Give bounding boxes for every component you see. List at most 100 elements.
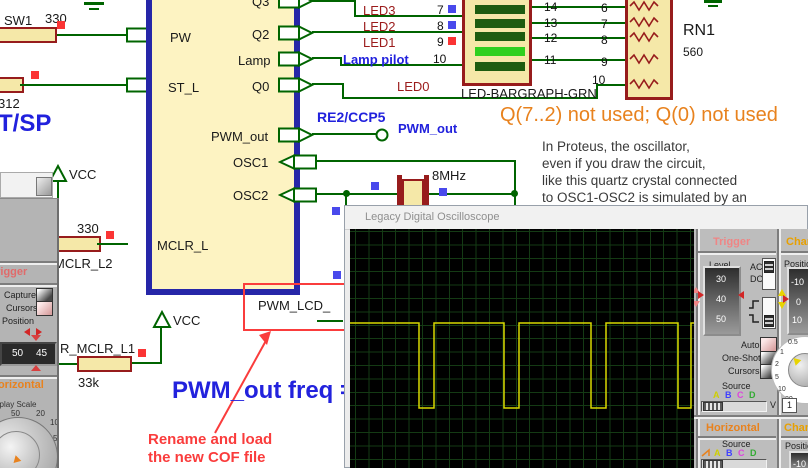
pin-number: 8 [601, 33, 608, 47]
channel-letter-c[interactable]: C [738, 448, 745, 458]
gain-tick: 2 [775, 361, 779, 368]
mult-box[interactable]: 1 [782, 398, 797, 413]
resistor-zigzag-icon [629, 78, 659, 90]
vcc-label: VCC [69, 167, 97, 182]
ic-pin-label-q2: Q2 [252, 27, 270, 42]
position-arrow-icon[interactable] [24, 328, 30, 336]
net-led0: LED0 [397, 79, 430, 94]
junction-dot [511, 190, 518, 197]
dial-value: 50 [12, 348, 24, 359]
waveform-polyline [350, 322, 694, 409]
level-label: Level [709, 260, 731, 270]
resistor-zigzag-icon [629, 53, 659, 65]
mcu-ic-body[interactable] [146, 0, 300, 295]
channel-b-position-slider[interactable]: -10 [789, 451, 808, 468]
proteus-note-line: like this quartz crystal connected [542, 173, 738, 188]
position-adjust-icon[interactable] [778, 289, 786, 296]
bargraph-bar [475, 62, 525, 71]
wire [312, 133, 378, 135]
logic-state-blue [448, 21, 456, 29]
position-adjust-icon[interactable] [778, 302, 786, 309]
pin-q0 [278, 77, 314, 93]
toggle-knob[interactable] [764, 315, 774, 327]
auto-button[interactable] [760, 337, 777, 352]
wire [316, 160, 516, 162]
channel-a-position-slider[interactable]: -10 0 10 [787, 267, 808, 335]
resistor-zigzag-icon [629, 0, 659, 12]
toggle-knob[interactable] [764, 261, 774, 273]
channel-letter-b[interactable]: B [726, 448, 733, 458]
level-adjust-icon[interactable] [694, 287, 700, 293]
vcc-label: VCC [173, 313, 201, 328]
pin-q3 [278, 0, 314, 9]
channel-letter-d[interactable]: D [749, 390, 756, 400]
divider [0, 261, 57, 265]
crystal-plate [397, 175, 402, 213]
level-adjust-icon[interactable] [694, 301, 700, 307]
resistor-mclr2[interactable] [52, 236, 101, 252]
channel-letter-c[interactable]: C [737, 390, 744, 400]
r330-mclr-value: 330 [77, 221, 99, 236]
resistor-sw1[interactable] [0, 27, 57, 43]
junction-dot [343, 190, 350, 197]
level-marker-icon [738, 291, 744, 299]
cursors-button[interactable] [36, 301, 53, 316]
slider-thumb[interactable] [703, 402, 723, 411]
falling-edge-icon [749, 314, 759, 323]
slider-thumb[interactable] [703, 460, 723, 468]
terminal-circle-icon [375, 128, 389, 142]
pin-number: 7 [437, 3, 444, 17]
trigger-source-slider[interactable] [701, 401, 767, 412]
left-horizontal-header: Horizontal [0, 379, 44, 391]
wire [20, 84, 128, 86]
wire [160, 328, 162, 364]
horizontal-source-slider[interactable] [701, 459, 767, 468]
rn1-network[interactable] [625, 0, 673, 100]
wire [532, 6, 625, 8]
position-label: Position [2, 316, 35, 326]
channel-letter-b[interactable]: B [725, 390, 732, 400]
resistor-mclr1[interactable] [77, 356, 132, 372]
ac-dc-toggle[interactable] [762, 258, 776, 290]
trigger-level-slider[interactable]: 30 40 50 [703, 266, 741, 336]
ground-icon [89, 8, 99, 10]
bargraph-bar-lit [475, 47, 525, 56]
divider [0, 375, 57, 379]
oscilloscope-titlebar[interactable]: Legacy Digital Oscilloscope [345, 206, 807, 230]
position-marker-icon [783, 295, 789, 303]
wire [342, 97, 598, 99]
wire [596, 85, 598, 99]
ic-pin-label-stl: ST_L [168, 80, 200, 95]
position-tick: -10 [793, 459, 807, 468]
position-arrow-icon[interactable] [36, 328, 42, 336]
pin-number: 12 [544, 31, 558, 45]
logic-state-red [106, 231, 114, 239]
vcc-arrow-icon [152, 310, 172, 328]
channel-b-position-label: Position [785, 441, 808, 451]
ic-pin-label-osc1: OSC1 [233, 155, 269, 170]
channel-letter-a[interactable]: A [713, 390, 720, 400]
rn1-value: 560 [683, 45, 704, 59]
logic-state-red [448, 37, 456, 45]
window-button[interactable] [36, 177, 52, 196]
level-tick: 40 [716, 294, 727, 304]
channel-letter-d[interactable]: D [750, 448, 757, 458]
position-dial[interactable]: 50 45 [0, 342, 57, 366]
position-tick: 10 [792, 315, 803, 325]
dial-value: 45 [36, 348, 48, 359]
divider [698, 436, 776, 440]
divider [781, 251, 808, 255]
edge-toggle[interactable] [762, 297, 776, 329]
wire [340, 57, 342, 66]
wire [128, 362, 162, 364]
scope-control-panel: Trigger Level 30 40 50 AC DC Auto One-Sh… [694, 229, 808, 468]
logic-state-blue [448, 5, 456, 13]
pin-number: 10 [433, 52, 447, 66]
led-bargraph[interactable] [462, 0, 532, 86]
crystal-plate [424, 175, 429, 213]
gain-tick: 5 [775, 374, 779, 381]
channel-letter-a[interactable]: A [714, 448, 721, 458]
proteus-note-line: even if you draw the circuit, [542, 156, 706, 171]
rising-edge-icon [749, 300, 759, 309]
